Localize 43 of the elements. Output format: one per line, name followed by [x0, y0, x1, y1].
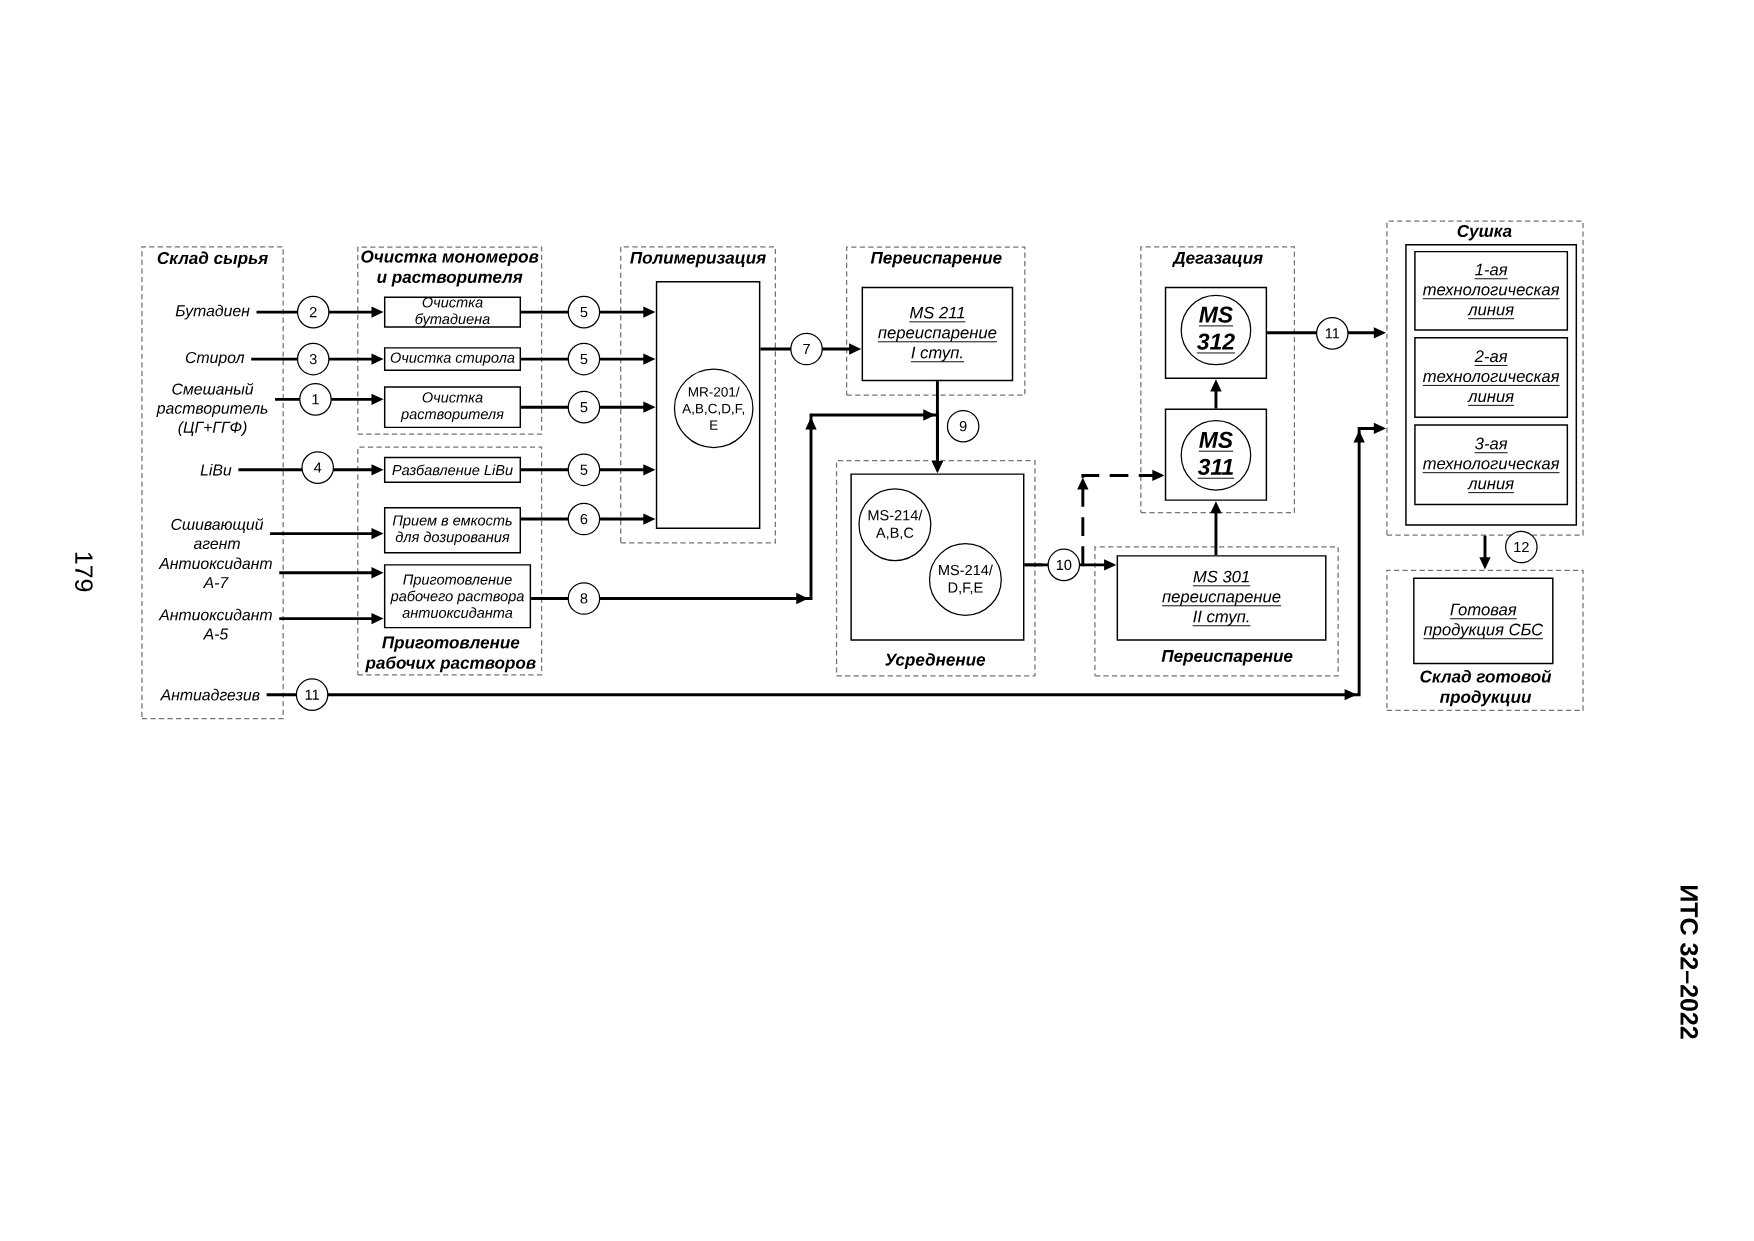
process-box: Очистка растворителя	[383, 386, 522, 429]
stream-number: 5	[567, 453, 601, 487]
stream-number: 8	[567, 582, 601, 615]
unit-box	[1164, 286, 1268, 380]
stream-number: 4	[301, 451, 335, 485]
process-box: MS 211 переиспарение I ступ.	[861, 286, 1014, 382]
material-label: Антиоксидант А-7	[158, 557, 272, 589]
stream-number: 11	[295, 678, 329, 712]
stream-number: 10	[1047, 548, 1081, 582]
unit-box	[1405, 244, 1578, 526]
material-label: Стирол	[185, 352, 245, 367]
stream-number: 1	[299, 383, 332, 416]
stream-number: 3	[296, 343, 330, 376]
stream-number: 9	[946, 410, 980, 443]
document-code: ИТС 32–2022	[1680, 886, 1698, 1039]
material-label: Антиоксидант А-5	[158, 609, 272, 640]
process-box: 2-ая технологическая линия	[1414, 337, 1569, 419]
unit-box	[1164, 408, 1268, 502]
stream-number: 5	[567, 343, 601, 376]
stream-number: 5	[567, 296, 601, 329]
process-box: 3-ая технологическая линия	[1414, 424, 1569, 506]
stream-number: 6	[567, 502, 601, 536]
material-label: Бутадиен	[175, 304, 250, 320]
process-box: 1-ая технологическая линия	[1414, 251, 1569, 332]
stream-number: 5	[567, 391, 601, 424]
process-box: Очистка стирола	[383, 347, 522, 372]
material-label: Смешаный растворитель (ЦГ+ГГФ)	[156, 383, 268, 437]
unit-box	[655, 281, 761, 530]
process-box: Прием в емкость для дозирования	[383, 507, 522, 554]
stream-number: 7	[790, 332, 823, 366]
stream-number: 12	[1505, 530, 1538, 564]
process-box: Разбавление LiBu	[383, 457, 522, 484]
process-box: Готовая продукция СБС	[1413, 577, 1554, 665]
process-box: Приготовление рабочего раствора антиоксиданта	[383, 564, 532, 629]
unit-box	[850, 473, 1025, 641]
material-label: Антиадгезив	[159, 689, 260, 701]
process-box: Очистка бутадиена	[383, 296, 522, 328]
stream-number: 2	[296, 296, 330, 329]
process-box: MS 301 переиспарение II ступ.	[1116, 555, 1327, 641]
stream-number: 11	[1315, 317, 1349, 350]
material-label: Сшивающий агент	[171, 518, 264, 550]
material-label: LiBu	[200, 464, 232, 476]
page-number: 179	[75, 552, 93, 592]
